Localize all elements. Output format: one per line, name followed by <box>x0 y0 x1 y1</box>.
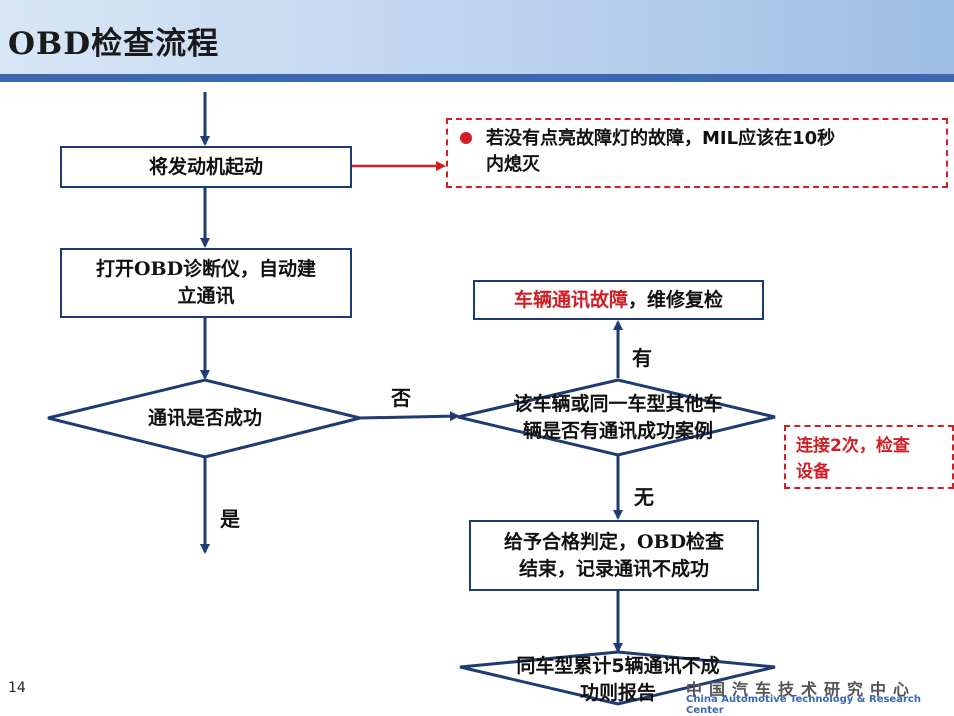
label-have: 有 <box>632 346 652 370</box>
note-mil: 若没有点亮故障灯的故障，MIL应该在10秒 内熄灭 <box>446 118 948 188</box>
page-number: 14 <box>8 680 26 696</box>
org-logo-en: China Automotive Technology & Research C… <box>686 694 921 716</box>
box-pass-record: 给予合格判定，OBD检查 结束，记录通讯不成功 <box>469 520 759 591</box>
arrow-no-right <box>359 411 460 422</box>
note-connect-twice: 连接2次，检查 设备 <box>784 425 954 489</box>
report-text: 同车型累计5辆通讯不成 功则报告 <box>516 655 720 704</box>
org-logo-cn: 中国汽车技术研究中心 <box>686 680 917 699</box>
box-start-engine: 将发动机起动 <box>60 146 352 188</box>
label-yes: 是 <box>220 507 240 531</box>
bullet-dot-icon <box>460 132 472 144</box>
box-comm-fault: 车辆通讯故障，维修复检 <box>473 280 764 320</box>
diamond-similar-case <box>457 378 776 457</box>
label-none: 无 <box>634 485 654 509</box>
diamond-report <box>459 650 776 706</box>
comm-success-text: 通讯是否成功 <box>147 406 262 429</box>
header-rule <box>0 74 954 82</box>
diamond-comm-success <box>47 378 361 459</box>
label-no: 否 <box>391 386 411 410</box>
box-open-diagnostic: 打开OBD诊断仪，自动建 立通讯 <box>60 248 352 318</box>
similar-case-text: 该车辆或同一车型其他车 辆是否有通讯成功案例 <box>513 393 723 442</box>
page-title: OBD检查流程 <box>8 26 220 62</box>
header-banner: OBD检查流程 <box>0 0 954 74</box>
